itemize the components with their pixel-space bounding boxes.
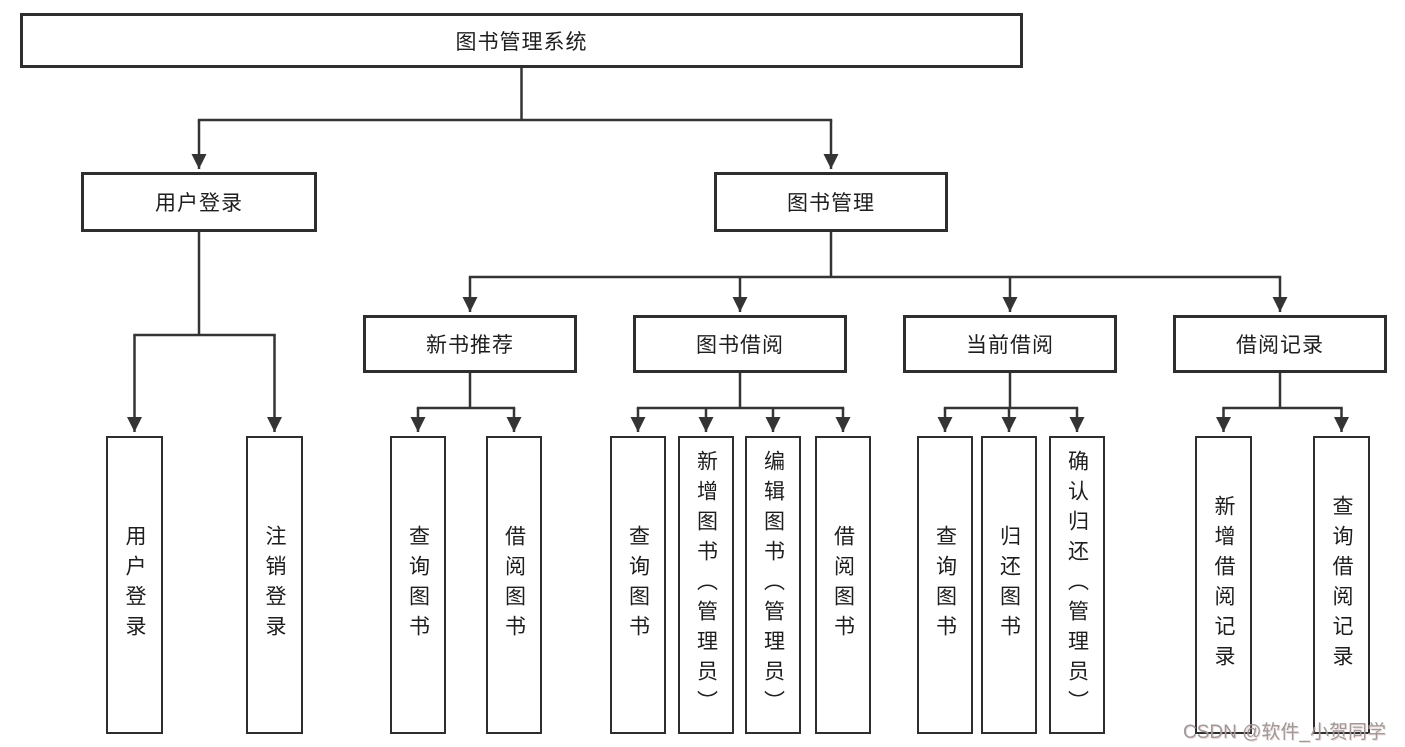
- leaf-query-book-current-label: 查询图书: [933, 525, 957, 645]
- node-group-book-borrow: 图书借阅: [633, 315, 847, 373]
- leaf-query-borrow-record: 查询借阅记录: [1313, 436, 1370, 734]
- leaf-borrow-book-recommend-label: 借阅图书: [502, 525, 526, 645]
- leaf-logout-label: 注销登录: [263, 525, 286, 645]
- leaf-borrow-book-label: 借阅图书: [831, 525, 855, 645]
- node-group-new-book-recommend: 新书推荐: [363, 315, 577, 373]
- leaf-user-login-label: 用户登录: [123, 525, 146, 645]
- leaf-add-book-admin-label: 新增图书（管理员）: [694, 450, 718, 720]
- node-branch-user-login: 用户登录: [81, 172, 317, 232]
- leaf-query-book-recommend: 查询图书: [390, 436, 446, 734]
- leaf-query-borrow-record-label: 查询借阅记录: [1330, 495, 1353, 675]
- leaf-confirm-return-admin-label: 确认归还（管理员）: [1065, 450, 1089, 720]
- branch-book-mgmt-label: 图书管理: [787, 192, 875, 215]
- csdn-watermark: CSDN @软件_小贺同学: [1183, 722, 1386, 743]
- branch-user-login-label: 用户登录: [155, 192, 243, 215]
- leaf-query-book-borrow: 查询图书: [610, 436, 666, 734]
- leaf-add-book-admin: 新增图书（管理员）: [678, 436, 734, 734]
- leaf-query-book-borrow-label: 查询图书: [626, 525, 650, 645]
- node-branch-book-mgmt: 图书管理: [714, 172, 948, 232]
- leaf-edit-book-admin-label: 编辑图书（管理员）: [761, 450, 785, 720]
- node-root-label: 图书管理系统: [455, 30, 588, 54]
- leaf-borrow-book: 借阅图书: [815, 436, 871, 734]
- group-new-book-recommend-label: 新书推荐: [426, 334, 514, 357]
- node-group-borrow-record: 借阅记录: [1173, 315, 1387, 373]
- leaf-confirm-return-admin: 确认归还（管理员）: [1049, 436, 1105, 734]
- leaf-logout: 注销登录: [246, 436, 303, 734]
- node-root-system: 图书管理系统: [20, 13, 1023, 68]
- leaf-borrow-book-recommend: 借阅图书: [486, 436, 542, 734]
- leaf-query-book-current: 查询图书: [917, 436, 973, 734]
- leaf-edit-book-admin: 编辑图书（管理员）: [745, 436, 801, 734]
- leaf-return-book: 归还图书: [981, 436, 1037, 734]
- leaf-add-borrow-record-label: 新增借阅记录: [1212, 495, 1235, 675]
- group-borrow-record-label: 借阅记录: [1236, 334, 1324, 357]
- leaf-user-login: 用户登录: [106, 436, 163, 734]
- group-book-borrow-label: 图书借阅: [696, 334, 784, 357]
- leaf-add-borrow-record: 新增借阅记录: [1195, 436, 1252, 734]
- leaf-query-book-recommend-label: 查询图书: [406, 525, 430, 645]
- node-group-current-borrow: 当前借阅: [903, 315, 1117, 373]
- leaf-return-book-label: 归还图书: [997, 525, 1021, 645]
- group-current-borrow-label: 当前借阅: [966, 334, 1054, 357]
